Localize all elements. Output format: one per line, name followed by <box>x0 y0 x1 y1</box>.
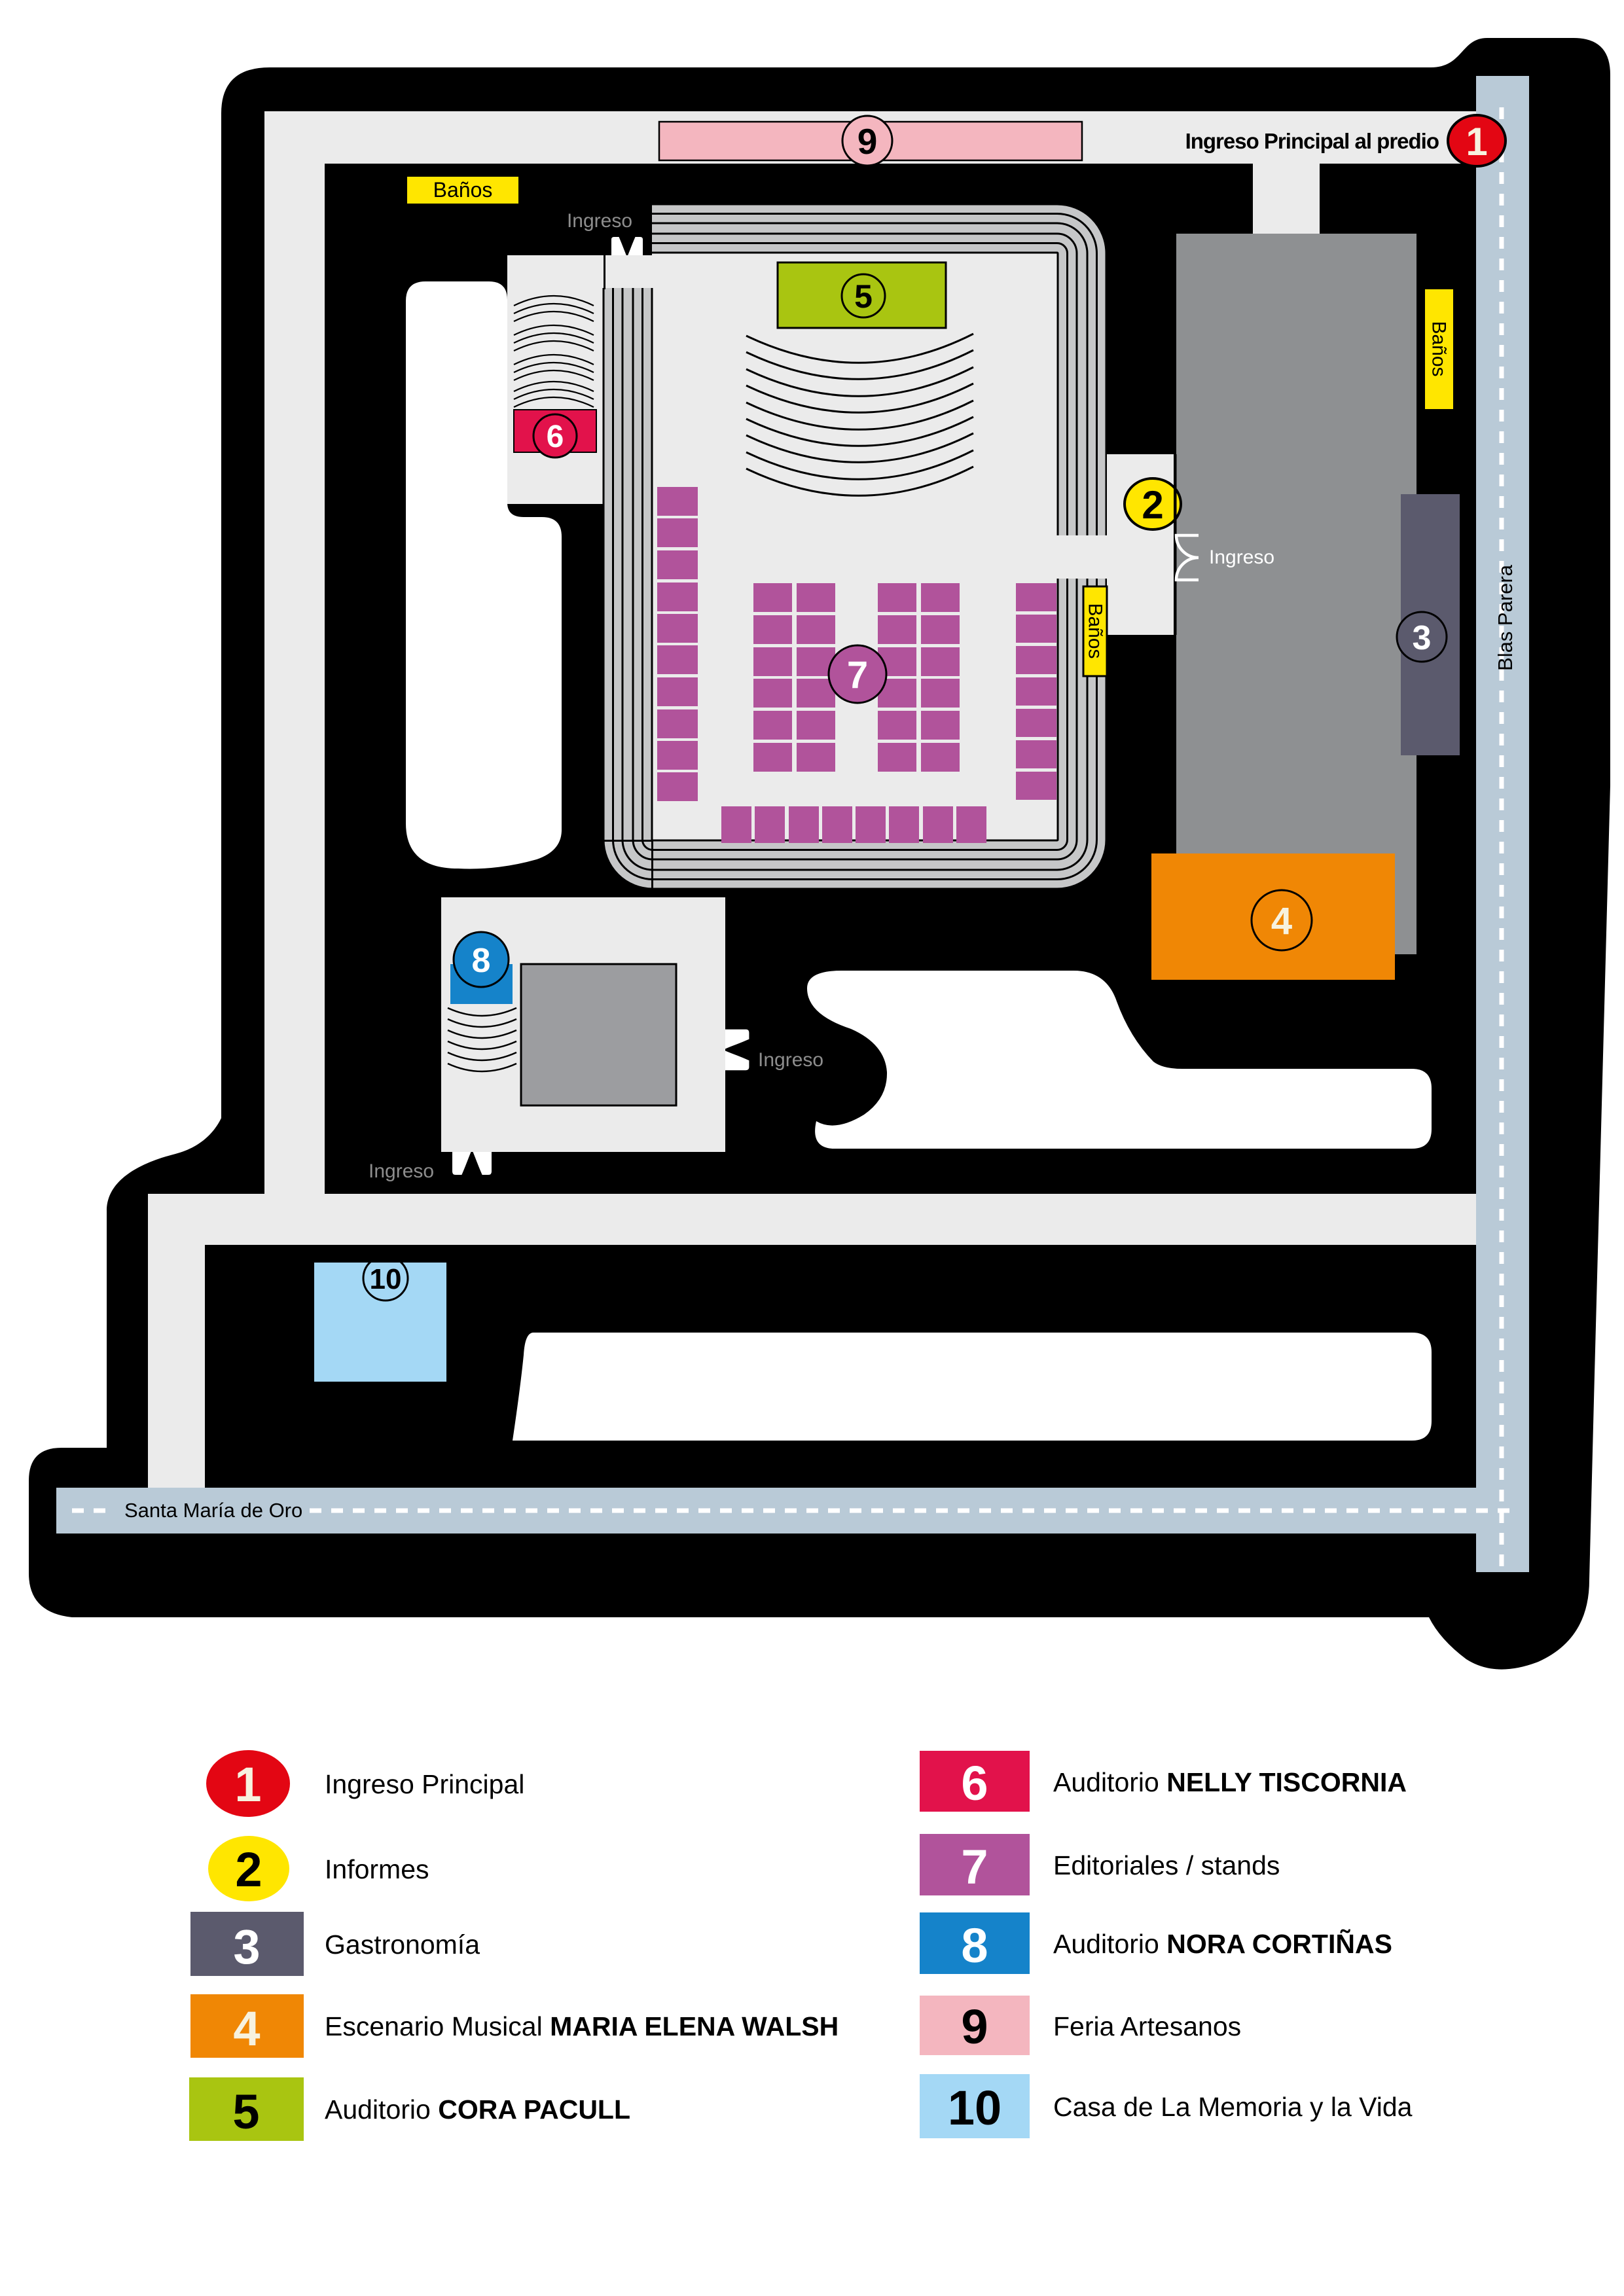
svg-text:5: 5 <box>854 278 873 315</box>
svg-text:Blas Parera: Blas Parera <box>1494 564 1517 671</box>
svg-text:Auditorio NELLY TISCORNIA: Auditorio NELLY TISCORNIA <box>1053 1767 1407 1797</box>
svg-text:Ingreso Principal: Ingreso Principal <box>325 1769 524 1799</box>
svg-text:10: 10 <box>370 1263 402 1295</box>
svg-text:3: 3 <box>233 1920 260 1974</box>
svg-text:Editoriales / stands: Editoriales / stands <box>1053 1850 1280 1880</box>
svg-text:3: 3 <box>1413 619 1432 657</box>
svg-text:2: 2 <box>235 1842 262 1897</box>
svg-text:8: 8 <box>961 1918 988 1973</box>
svg-text:Auditorio NORA CORTIÑAS: Auditorio NORA CORTIÑAS <box>1053 1929 1392 1959</box>
svg-text:Baños: Baños <box>1085 603 1106 658</box>
svg-text:Casa de La Memoria y la Vida: Casa de La Memoria y la Vida <box>1053 2092 1413 2122</box>
svg-text:7: 7 <box>847 654 868 696</box>
svg-text:5: 5 <box>232 2085 259 2139</box>
svg-text:4: 4 <box>1271 900 1292 942</box>
svg-text:Auditorio CORA PACULL: Auditorio CORA PACULL <box>325 2094 630 2125</box>
svg-text:Informes: Informes <box>325 1854 429 1884</box>
svg-text:8: 8 <box>472 942 491 980</box>
svg-text:9: 9 <box>961 2000 988 2054</box>
svg-text:2: 2 <box>1142 483 1163 527</box>
svg-text:Santa María de Oro: Santa María de Oro <box>124 1499 302 1522</box>
svg-text:Escenario Musical MARIA ELENA: Escenario Musical MARIA ELENA WALSH <box>325 2011 839 2041</box>
svg-text:10: 10 <box>948 2081 1001 2135</box>
svg-text:Feria Artesanos: Feria Artesanos <box>1053 2011 1241 2041</box>
svg-text:Gastronomía: Gastronomía <box>325 1929 480 1960</box>
svg-text:6: 6 <box>961 1756 988 1810</box>
svg-text:Ingreso: Ingreso <box>1209 547 1274 568</box>
svg-text:Ingreso: Ingreso <box>567 210 632 232</box>
svg-text:4: 4 <box>233 2001 260 2056</box>
svg-text:1: 1 <box>1466 120 1487 164</box>
svg-text:7: 7 <box>961 1840 988 1894</box>
svg-text:Ingreso: Ingreso <box>369 1160 434 1182</box>
svg-text:1: 1 <box>234 1757 261 1812</box>
svg-text:9: 9 <box>857 121 878 162</box>
svg-text:Baños: Baños <box>1428 321 1450 376</box>
svg-text:Ingreso Principal al predio: Ingreso Principal al predio <box>1185 129 1439 153</box>
svg-text:6: 6 <box>547 420 564 454</box>
svg-text:Ingreso: Ingreso <box>758 1049 823 1071</box>
svg-text:Baños: Baños <box>433 178 493 202</box>
